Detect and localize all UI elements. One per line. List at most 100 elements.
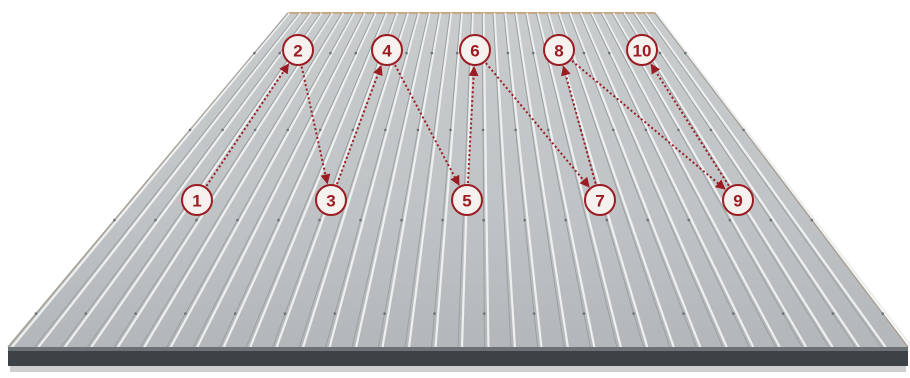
roof-rib [503, 12, 538, 348]
fastener-dot [134, 312, 137, 315]
roof-rib [568, 12, 697, 348]
roof-rib [654, 12, 909, 348]
marker-1: 1 [181, 184, 213, 216]
roof-rib-highlight [525, 12, 596, 348]
fastener-dot [253, 128, 257, 132]
marker-9: 9 [722, 184, 754, 216]
marker-circle [543, 34, 575, 66]
marker-circle [315, 184, 347, 216]
fastener-dot [278, 51, 282, 55]
fastener-dot [546, 128, 550, 132]
fastener-dot [384, 128, 387, 132]
marker-7: 7 [584, 184, 616, 216]
marker-circle [626, 34, 658, 66]
fastener-dot [455, 51, 459, 55]
marker-2: 2 [282, 34, 314, 66]
fastener-dot [286, 128, 289, 132]
sequence-arrow-7-to-8 [561, 65, 597, 184]
roof-rib-highlight [407, 12, 453, 348]
fastener-dot [84, 312, 88, 315]
fastener-dot [113, 218, 116, 222]
fastener-dot [441, 218, 444, 222]
marker-3: 3 [315, 184, 347, 216]
roof-front-edge [8, 347, 908, 366]
marker-label: 7 [595, 192, 604, 211]
marker-label: 3 [326, 192, 335, 211]
marker-label: 1 [192, 192, 201, 211]
roof-rib-highlight [568, 12, 702, 348]
roof-rib [632, 12, 856, 348]
fastener-dot [531, 51, 535, 55]
roof-rib-highlight [655, 12, 910, 347]
fastener-dot [482, 218, 485, 222]
marker-label: 4 [382, 42, 392, 61]
roof-front-shadow [10, 366, 906, 372]
fastener-dot [318, 218, 321, 222]
roof-rib [139, 12, 343, 348]
roof-rib-highlight [381, 12, 442, 348]
marker-label: 5 [462, 192, 471, 211]
marker-5: 5 [451, 184, 483, 216]
marker-label: 8 [554, 42, 563, 61]
fastener-dot [881, 312, 884, 315]
fastener-dot [405, 51, 408, 55]
marker-label: 6 [470, 42, 479, 61]
fastener-dot [253, 51, 256, 55]
roof-rib-highlight [355, 12, 431, 348]
roof-rib [643, 12, 882, 348]
sequence-arrow-1-to-2 [205, 63, 290, 187]
fastener-dot [34, 312, 38, 315]
fastener-dot [416, 128, 420, 132]
roof-rib-highlight [633, 12, 860, 348]
fastener-dot [742, 128, 745, 132]
fastener-dot [632, 312, 635, 315]
fastener-dot [221, 128, 224, 132]
fastener-dot [582, 51, 586, 55]
roof-rib [600, 12, 777, 348]
fastener-dot [831, 312, 835, 315]
roof-rib [514, 12, 565, 348]
roof-rib-highlight [302, 12, 409, 348]
roof-rib-highlight [590, 12, 755, 348]
fastener-dot [351, 128, 355, 132]
roof-rib [378, 12, 440, 348]
fastener-dot [608, 51, 611, 55]
roof-rib-highlight [644, 12, 887, 348]
sequence-arrow-2-to-3 [300, 66, 331, 185]
roof-rib-highlight [64, 12, 312, 348]
roof-rib [245, 12, 386, 348]
roof-rib-highlight [169, 12, 355, 348]
marker-10: 10 [626, 34, 658, 66]
fastener-dot [482, 312, 486, 315]
fastener-dot [154, 218, 157, 222]
roof-rib [611, 12, 803, 348]
roof-rib-highlight [514, 12, 569, 348]
roof-rib-highlight [601, 12, 781, 348]
fastener-dot [236, 218, 239, 222]
roof-rib-highlight [536, 12, 622, 348]
marker-circle [459, 34, 491, 66]
fastener-dot [481, 128, 485, 132]
fastener-dot [658, 51, 662, 55]
sequence-arrow-8-to-9 [571, 60, 726, 190]
fastener-dot [677, 128, 680, 132]
roof-rib [60, 12, 310, 348]
marker-circle [584, 184, 616, 216]
roof-rib [431, 12, 462, 348]
roof-rib [351, 12, 429, 348]
fastener-dot [188, 128, 192, 132]
fastener-dot [329, 51, 332, 55]
fastener-dot [612, 128, 615, 132]
roof-front-edge-highlight [8, 347, 908, 351]
fastener-dot [605, 218, 609, 222]
roof-rib-highlight [328, 12, 420, 348]
roof-rib [113, 12, 332, 348]
marker-label: 9 [733, 192, 742, 211]
marker-circle [181, 184, 213, 216]
roof-rib-highlight [579, 12, 728, 348]
roof-rib-highlight [116, 12, 334, 348]
fastener-dot [506, 51, 510, 55]
marker-circle [282, 34, 314, 66]
roof-rib-highlight [482, 12, 490, 348]
roof-rib [166, 12, 354, 348]
